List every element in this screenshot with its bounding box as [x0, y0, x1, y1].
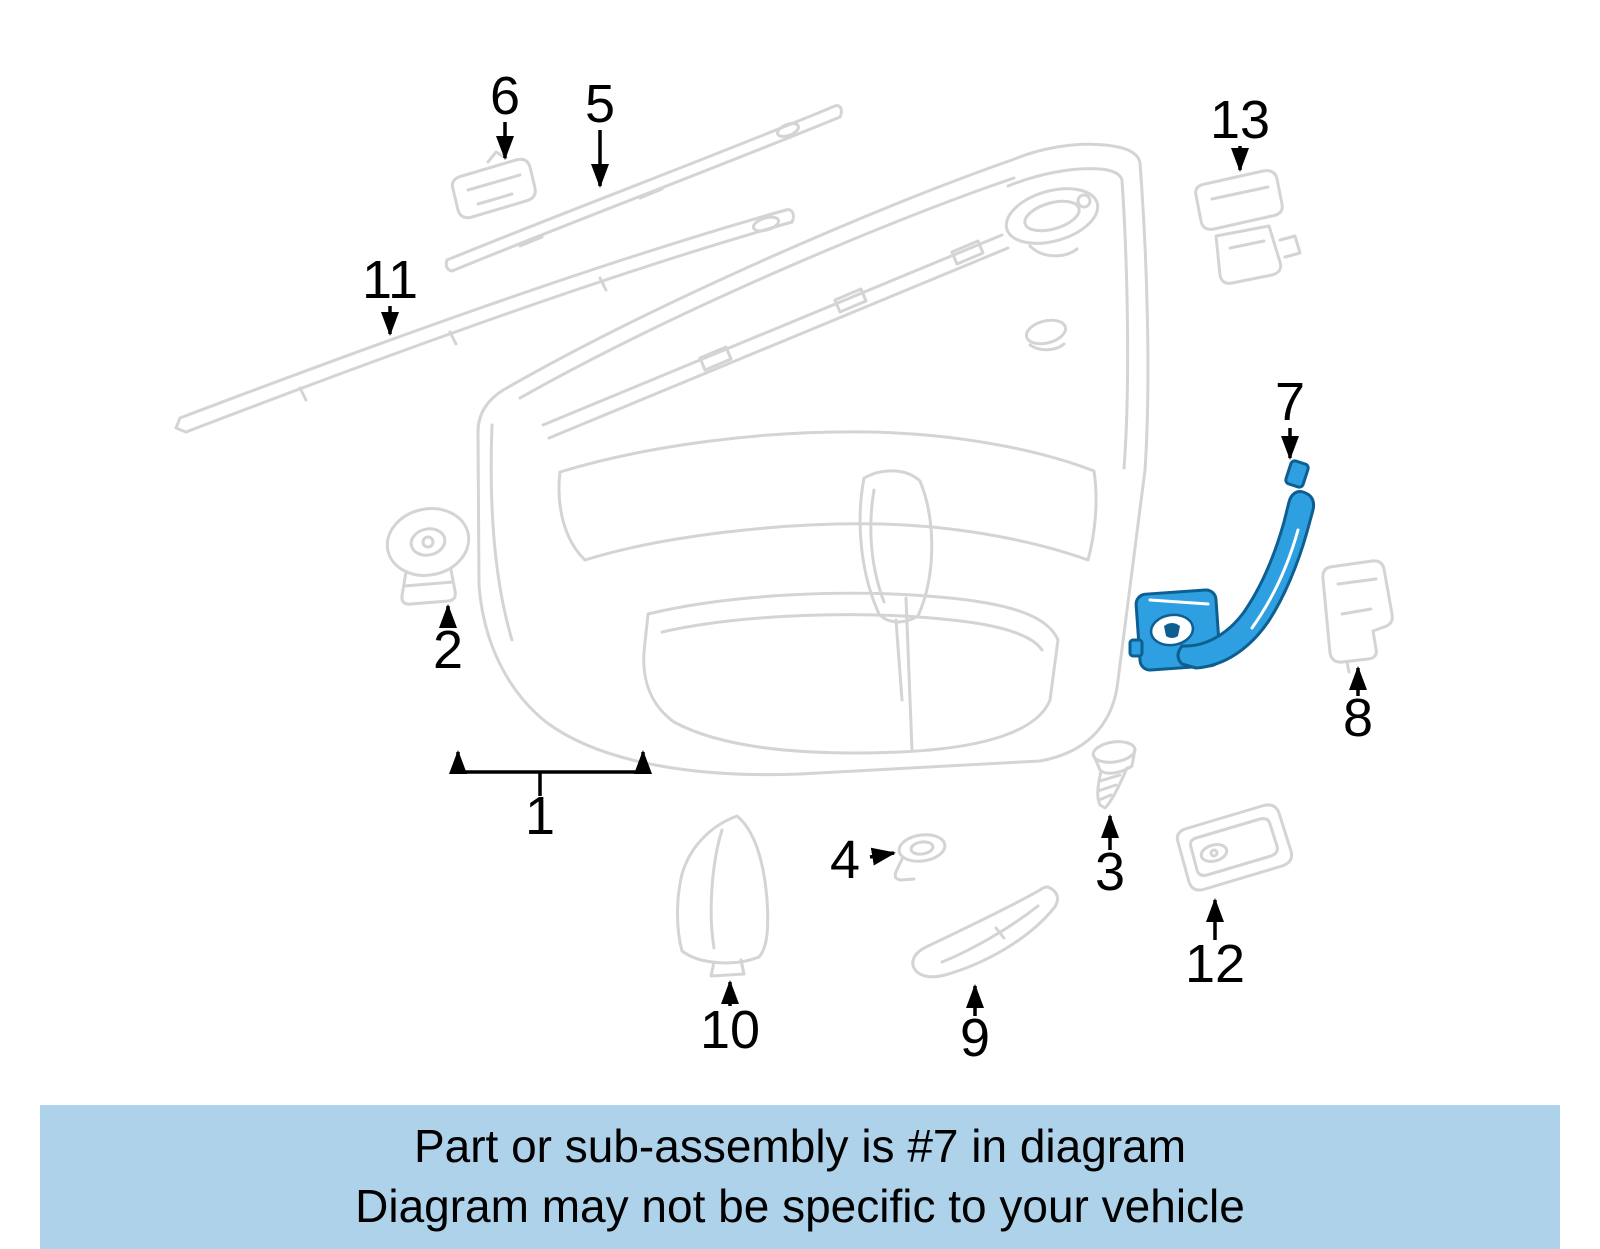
banner-line-1: Part or sub-assembly is #7 in diagram	[413, 1120, 1187, 1173]
callout-13: 13	[1210, 90, 1270, 150]
callout-11: 11	[362, 250, 418, 310]
part-3-screw	[1091, 740, 1137, 810]
part-11-belt-molding	[174, 208, 795, 434]
callout-arrows	[381, 122, 1367, 1016]
door-trim-panel	[476, 142, 1150, 777]
part-4-push-pin	[893, 833, 947, 882]
callout-9: 9	[960, 1008, 990, 1068]
callout-numbers: 1 2 3 4 5 6 7 8 9 10 11 12 13	[362, 66, 1373, 1068]
callout-4: 4	[830, 830, 860, 890]
part-10-sail-panel	[676, 814, 770, 978]
callout-7: 7	[1275, 372, 1305, 432]
callout-10: 10	[700, 1000, 760, 1060]
part-7-door-handle-highlighted	[1128, 459, 1315, 672]
callout-5: 5	[585, 74, 615, 134]
callout-8: 8	[1343, 688, 1373, 748]
part-13-bracket	[1194, 169, 1302, 285]
callout-2: 2	[433, 620, 463, 680]
part-5-trim-strip	[444, 104, 843, 273]
callout-6: 6	[490, 66, 520, 126]
part-9-trim-piece	[911, 885, 1059, 979]
banner-line-2: Diagram may not be specific to your vehi…	[355, 1180, 1245, 1232]
part-12-lamp	[1175, 803, 1294, 892]
part-8-bracket	[1321, 559, 1394, 674]
callout-3: 3	[1095, 842, 1125, 902]
part-2-grommet	[385, 507, 471, 606]
part-6-clip	[450, 150, 537, 220]
info-banner: Part or sub-assembly is #7 in diagram Di…	[40, 1105, 1560, 1249]
callout-1: 1	[525, 786, 555, 846]
callout-12: 12	[1185, 934, 1245, 994]
